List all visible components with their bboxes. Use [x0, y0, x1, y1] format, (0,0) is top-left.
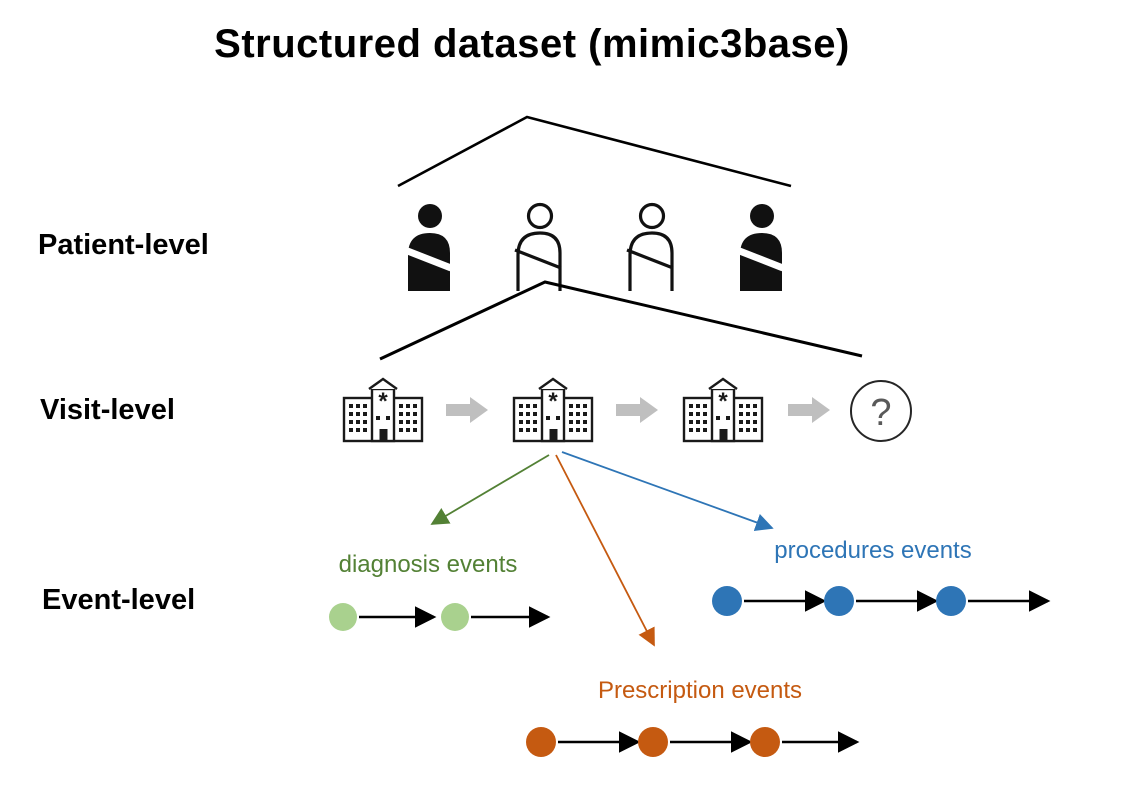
- visit-level-label: Visit-level: [40, 394, 175, 426]
- patient-icon-1: [405, 204, 451, 291]
- question-mark-icon: ?: [870, 392, 891, 434]
- prescription-timeline: [526, 727, 860, 757]
- diagnosis-events-label: diagnosis events: [338, 551, 518, 578]
- procedures-arrow: [561, 451, 774, 531]
- patient-grouping-roof: [397, 115, 792, 188]
- patient-level-label: Patient-level: [38, 229, 209, 261]
- diagnosis-arrow: [430, 454, 550, 525]
- procedures-events-label: procedures events: [774, 537, 972, 564]
- hospital-visit-3: [682, 377, 764, 443]
- hospital-visit-1: [342, 377, 424, 443]
- procedures-event-dot: [936, 586, 966, 616]
- prescription-events-label: Prescription events: [597, 677, 803, 704]
- hospital-visit-2: [512, 377, 594, 443]
- patient-icon-2: [513, 202, 563, 293]
- diagnosis-event-dot: [329, 603, 357, 631]
- procedures-event-dot: [712, 586, 742, 616]
- visit-arrow-2: [616, 397, 658, 423]
- prescription-arrow: [555, 454, 655, 647]
- prescription-event-dot: [638, 727, 668, 757]
- prescription-event-dot: [750, 727, 780, 757]
- event-level-label: Event-level: [42, 584, 196, 616]
- visit-grouping-roof: [379, 280, 863, 361]
- visit-arrow-3: [788, 397, 830, 423]
- diagnosis-event-dot: [441, 603, 469, 631]
- diagram-title: Structured dataset (mimic3base): [214, 22, 850, 66]
- unknown-visit-circle: [850, 380, 912, 442]
- patient-icon-4: [737, 204, 783, 291]
- procedures-timeline: [712, 586, 1051, 616]
- prescription-event-dot: [526, 727, 556, 757]
- diagnosis-timeline: [329, 603, 551, 631]
- patient-icon-3: [625, 202, 675, 293]
- visit-arrow-1: [446, 397, 488, 423]
- procedures-event-dot: [824, 586, 854, 616]
